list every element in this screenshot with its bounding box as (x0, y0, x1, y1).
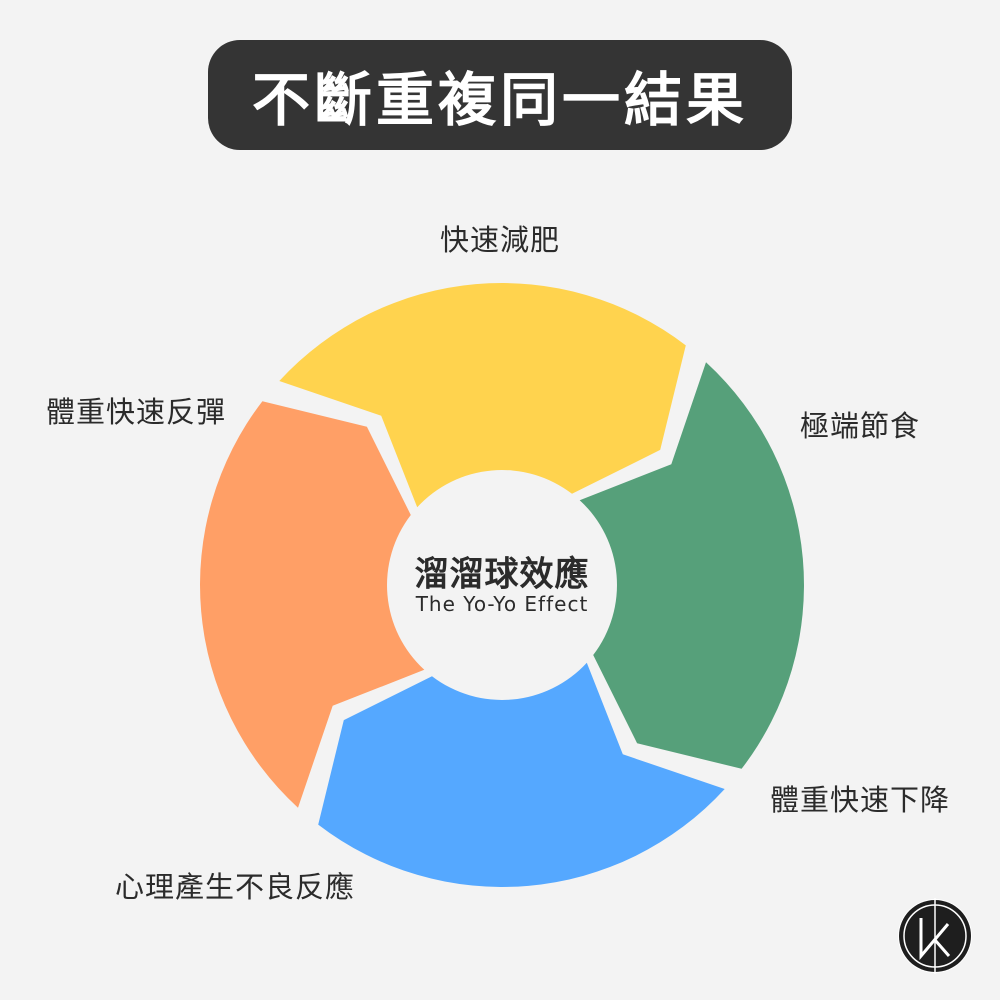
segment-extreme-dieting (579, 362, 804, 769)
stage-label-weight-rebound: 體重快速反彈 (45, 395, 227, 429)
segment-rebound (200, 401, 425, 808)
center-subtitle: The Yo-Yo Effect (415, 592, 589, 616)
segment-weight-drops (318, 662, 725, 887)
segment-rapid-weight-loss (279, 283, 686, 508)
page-title: 不斷重複同一結果 (251, 66, 748, 134)
stage-label-extreme-dieting: 極端節食 (799, 409, 921, 443)
brand-logo-icon (898, 898, 972, 974)
stage-label-psychological-reaction: 心理產生不良反應 (114, 870, 356, 904)
title-banner: 不斷重複同一結果 (208, 40, 792, 150)
stage-label-rapid-weight-loss: 快速減肥 (439, 223, 561, 257)
stage-label-weight-drops: 體重快速下降 (769, 783, 951, 817)
center-title: 溜溜球效應 (414, 554, 590, 595)
